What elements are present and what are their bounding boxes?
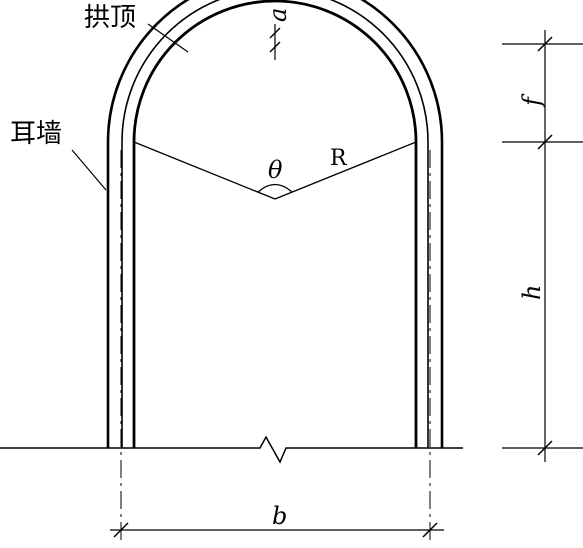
arch-inner-outline bbox=[132, 0, 418, 448]
ground-line bbox=[0, 435, 463, 464]
arch-outer-outline bbox=[106, 0, 444, 448]
span-label: b bbox=[272, 502, 287, 530]
springline-tick bbox=[537, 134, 553, 150]
radius-line-left bbox=[133, 141, 276, 200]
crown-tick bbox=[537, 36, 553, 52]
wall-height-label: h bbox=[518, 285, 546, 300]
arch-middle-outline bbox=[121, 0, 429, 448]
ground-tick bbox=[537, 440, 553, 456]
side-wall-label: 耳墙 bbox=[10, 119, 62, 149]
span-tick-left bbox=[113, 522, 129, 538]
thickness-tick-top bbox=[269, 27, 281, 39]
central-angle-label: θ bbox=[268, 156, 283, 184]
rise-label: f bbox=[518, 93, 546, 108]
central-angle-arc bbox=[257, 183, 293, 193]
thickness-label: a bbox=[264, 8, 292, 22]
thickness-tick-bottom bbox=[269, 41, 281, 53]
arch-crown-leader bbox=[147, 23, 189, 53]
span-tick-right bbox=[422, 522, 438, 538]
radius-label: R bbox=[330, 146, 348, 171]
arch-crown-label: 拱顶 bbox=[84, 3, 136, 33]
side-wall-leader bbox=[71, 149, 107, 191]
radius-line-right bbox=[274, 141, 417, 200]
